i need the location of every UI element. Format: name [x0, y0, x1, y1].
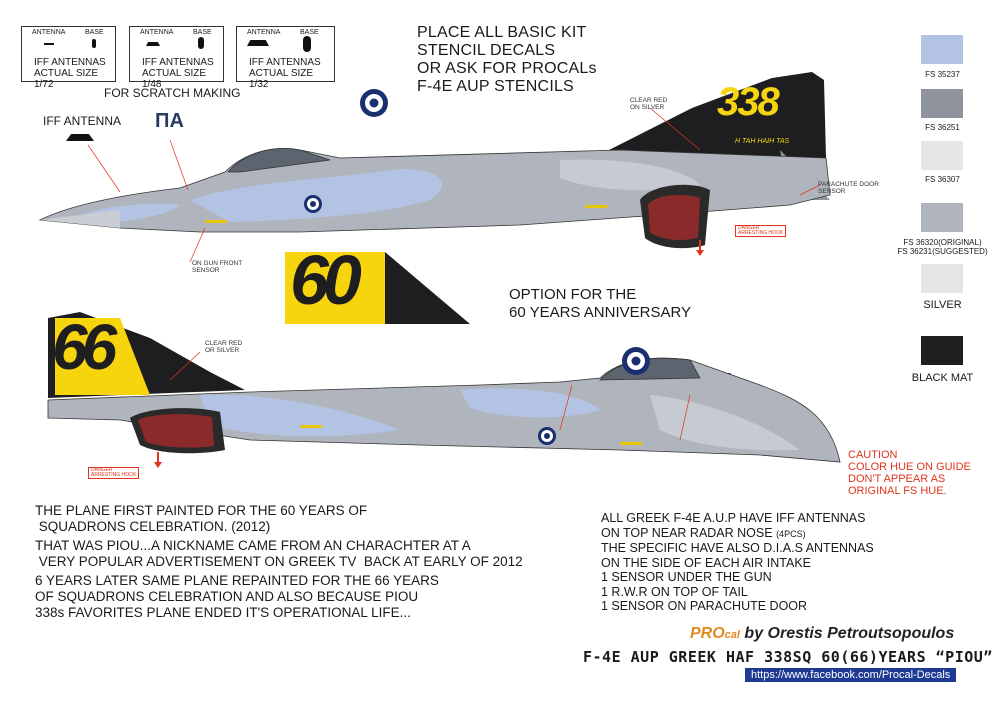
stencil-line: OR ASK FOR PROCALs	[417, 60, 597, 77]
stencil-line: F-4E AUP STENCILS	[417, 78, 574, 95]
roundel-top-icon	[360, 89, 388, 117]
swatch-label: FS 36320(ORIGINAL)	[903, 238, 982, 247]
history-text: THE PLANE FIRST PAINTED FOR THE 60 YEARS…	[35, 503, 523, 621]
stencil-line: PLACE ALL BASIC KIT	[417, 24, 587, 41]
tail-60-option	[285, 252, 470, 324]
scratch-making-note: FOR SCRATCH MAKING	[104, 86, 241, 100]
swatch-label-suggested: FS 36231(SUGGESTED)	[897, 247, 988, 256]
callout-clear-red-bottom: CLEAR RED OR SILVER	[205, 340, 243, 354]
antenna-shape-icon	[44, 43, 54, 45]
base-label: BASE	[193, 29, 212, 36]
iff-box-caption-2: ACTUAL SIZE 1/48	[142, 68, 207, 90]
history-line: SQUADRONS CELEBRATION. (2012)	[35, 519, 271, 534]
pa-marking-top: ΠΑ	[155, 110, 184, 132]
history-line: 338s FAVORITES PLANE ENDED IT'S OPERATIO…	[35, 605, 411, 620]
swatch-label: FS 36307	[925, 175, 960, 184]
swatch-silver	[921, 264, 963, 293]
option-line: OPTION FOR THE	[509, 286, 637, 303]
callout-parachute-sensor: PARACHUTE DOOR SENSOR	[818, 181, 879, 195]
antenna-shape-icon	[146, 42, 160, 46]
footer-title: F-4E AUP GREEK HAF 338SQ 60(66)YEARS “PI…	[583, 648, 993, 666]
swatch-label: FS 35237	[925, 70, 960, 79]
brand-author: by Orestis Petroutsopoulos	[739, 625, 955, 642]
swatch-fs36251	[921, 89, 963, 118]
base-label: BASE	[85, 29, 104, 36]
swatch-black-mat	[921, 336, 963, 365]
swatch-label: FS 36251	[925, 123, 960, 132]
brand-cal: cal	[724, 629, 740, 641]
roundel-side-top-icon	[304, 195, 322, 213]
antenna-shape-icon	[247, 40, 269, 46]
swatch-label: SILVER	[923, 299, 962, 311]
stencil-note: PLACE ALL BASIC KIT STENCIL DECALS OR AS…	[417, 24, 597, 96]
danger-hook-bottom: DANGER ARRESTING HOOK	[88, 467, 140, 479]
callout-clear-red-top: CLEAR RED ON SILVER	[630, 97, 668, 111]
tail-number-60: 60	[290, 241, 362, 319]
antenna-base-shape-icon	[303, 36, 311, 52]
callout-gun-sensor: ON GUN FRONT SENSOR	[192, 260, 243, 274]
roundel-side-bottom-icon	[538, 427, 556, 445]
swatch-fs35237	[921, 35, 963, 64]
iff-box-caption-1: IFF ANTENNAS	[249, 57, 321, 68]
tail-number-338: 338	[717, 80, 780, 124]
swatch-fs36320	[921, 203, 963, 232]
antenna-label: ANTENNA	[32, 29, 66, 36]
roundel-bottom-top-icon	[622, 347, 650, 375]
swatch-fs36307	[921, 141, 963, 170]
history-line: OF SQUADRONS CELEBRATION AND ALSO BECAUS…	[35, 589, 419, 604]
caution-note: CAUTION COLOR HUE ON GUIDE DON'T APPEAR …	[848, 449, 971, 497]
antenna-label: ANTENNA	[247, 29, 281, 36]
antenna-notes: ALL GREEK F-4E A.U.P HAVE IFF ANTENNAS O…	[601, 511, 874, 613]
history-line: 6 YEARS LATER SAME PLANE REPAINTED FOR T…	[35, 573, 439, 588]
history-line: VERY POPULAR ADVERTISEMENT ON GREEK TV B…	[35, 554, 523, 569]
iff-box-caption-2: ACTUAL SIZE 1/72	[34, 68, 99, 90]
iff-antenna-label: IFF ANTENNA	[43, 114, 122, 128]
brand-pro: PRO	[690, 625, 725, 642]
history-line: THAT WAS PIOU...A NICKNAME CAME FROM AN …	[35, 538, 471, 553]
history-line: THE PLANE FIRST PAINTED FOR THE 60 YEARS…	[35, 503, 368, 518]
option-note: OPTION FOR THE 60 YEARS ANNIVERSARY	[509, 286, 691, 322]
iff-box-caption-1: IFF ANTENNAS	[142, 57, 214, 68]
swatch-label: BLACK MAT	[911, 372, 974, 384]
iff-box-1-72: ANTENNA BASE IFF ANTENNAS ACTUAL SIZE 1/…	[21, 26, 116, 90]
iff-box-1-32: ANTENNA BASE IFF ANTENNAS ACTUAL SIZE 1/…	[236, 26, 335, 90]
antenna-base-shape-icon	[198, 37, 204, 49]
tail-motto: Η ΤΑΗ ΗΑΙΗ ΤΑS	[735, 138, 790, 145]
iff-antenna-sample-icon	[66, 134, 94, 141]
iff-box-1-48: ANTENNA BASE IFF ANTENNAS ACTUAL SIZE 1/…	[129, 26, 224, 90]
antenna-base-shape-icon	[92, 39, 96, 48]
brand-signature: PROcal by Orestis Petroutsopoulos	[690, 625, 954, 643]
danger-hook-top: DANGER ARRESTING HOOK	[735, 225, 787, 237]
facebook-link[interactable]: https://www.facebook.com/Procal-Decals	[745, 668, 957, 682]
iff-box-caption-1: IFF ANTENNAS	[34, 57, 106, 68]
stencil-line: STENCIL DECALS	[417, 42, 556, 59]
iff-box-caption-2: ACTUAL SIZE 1/32	[249, 68, 314, 90]
top-tail-fin	[605, 72, 826, 158]
tail-number-66: 66	[52, 311, 117, 383]
option-line: 60 YEARS ANNIVERSARY	[509, 304, 692, 321]
base-label: BASE	[300, 29, 319, 36]
antenna-label: ANTENNA	[140, 29, 174, 36]
